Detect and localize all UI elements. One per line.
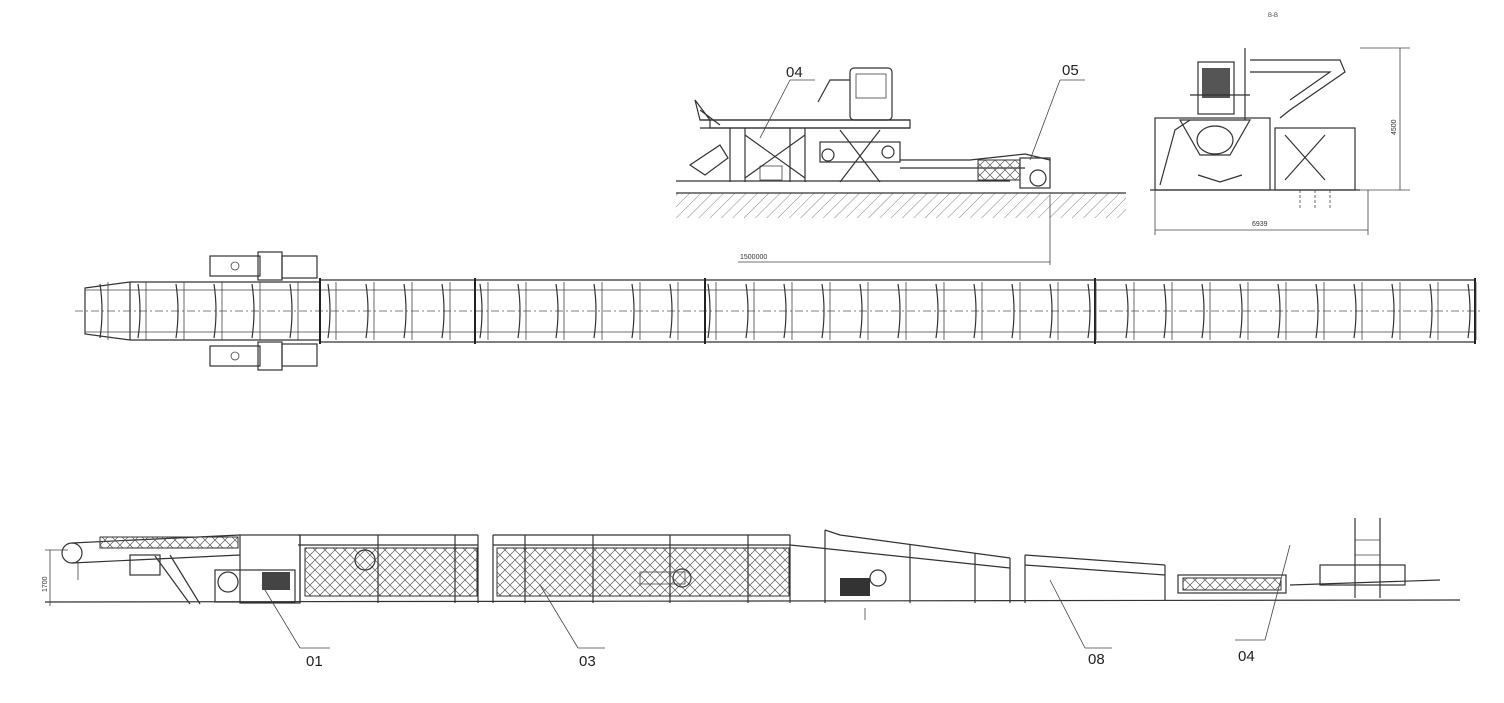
plan-idler [1315, 283, 1319, 339]
ground-hatching [676, 193, 1126, 218]
plan-idler [175, 283, 179, 339]
plan-idler [441, 283, 445, 339]
plan-idler [593, 283, 597, 339]
plan-idler [707, 283, 711, 339]
plan-idler [935, 283, 939, 339]
plan-idler [1201, 283, 1205, 339]
plan-idler [897, 283, 901, 339]
truss-section-1 [299, 535, 479, 603]
truss-section-2 [492, 534, 791, 603]
label-elev-04: 04 [1238, 648, 1255, 665]
head-end [61, 534, 241, 605]
plan-idler [1429, 283, 1433, 339]
dim-section-height: 1700 [42, 576, 49, 592]
end-view-title: B-B [1268, 13, 1278, 19]
plan-idler [99, 283, 103, 339]
plan-idler [1277, 283, 1281, 339]
label-side-05: 05 [1062, 62, 1079, 79]
dim-height: 4500 [1391, 119, 1398, 135]
dim-width: 6939 [1252, 221, 1268, 228]
plan-idler [289, 283, 293, 339]
label-side-04: 04 [786, 64, 803, 81]
label-elev-03: 03 [579, 653, 596, 670]
elevation-view: 1700 [42, 518, 1461, 670]
label-elev-01: 01 [306, 653, 323, 670]
plan-idler [137, 283, 141, 339]
plan-view [75, 251, 1480, 371]
side-view: 04 05 [676, 62, 1126, 218]
plan-idler [1163, 283, 1167, 339]
plan-idler [1087, 283, 1091, 339]
plan-idler [555, 283, 559, 339]
plan-idler [1125, 283, 1129, 339]
incline-section [789, 529, 1011, 620]
plan-idler [631, 283, 635, 339]
plan-idler [1353, 283, 1357, 339]
plan-idler [1239, 283, 1243, 339]
plan-idler [327, 283, 331, 339]
plan-idler [479, 283, 483, 339]
tail-section [1024, 518, 1441, 603]
tail-mesh [977, 159, 1021, 181]
plan-idler [745, 283, 749, 339]
plan-idler [1467, 283, 1471, 339]
plan-idler [251, 283, 255, 339]
plan-idler [1011, 283, 1015, 339]
drive-unit-bottom [209, 341, 318, 371]
label-elev-08: 08 [1088, 651, 1105, 668]
drive-unit-top [209, 251, 318, 281]
plan-idler [1391, 283, 1395, 339]
plan-idler [783, 283, 787, 339]
plan-idler [973, 283, 977, 339]
plan-idler [821, 283, 825, 339]
dim-length: 1500000 [740, 254, 767, 261]
plan-idlers [99, 282, 1477, 340]
plan-idler [1049, 283, 1053, 339]
plan-idler [669, 283, 673, 339]
plan-idler [213, 283, 217, 339]
plan-idler [517, 283, 521, 339]
plan-idler [365, 283, 369, 339]
plan-idler [403, 283, 407, 339]
length-dimension: 1500000 [738, 195, 1051, 265]
plan-idler [859, 283, 863, 339]
end-view: B-B 4500 6939 [1150, 13, 1410, 235]
